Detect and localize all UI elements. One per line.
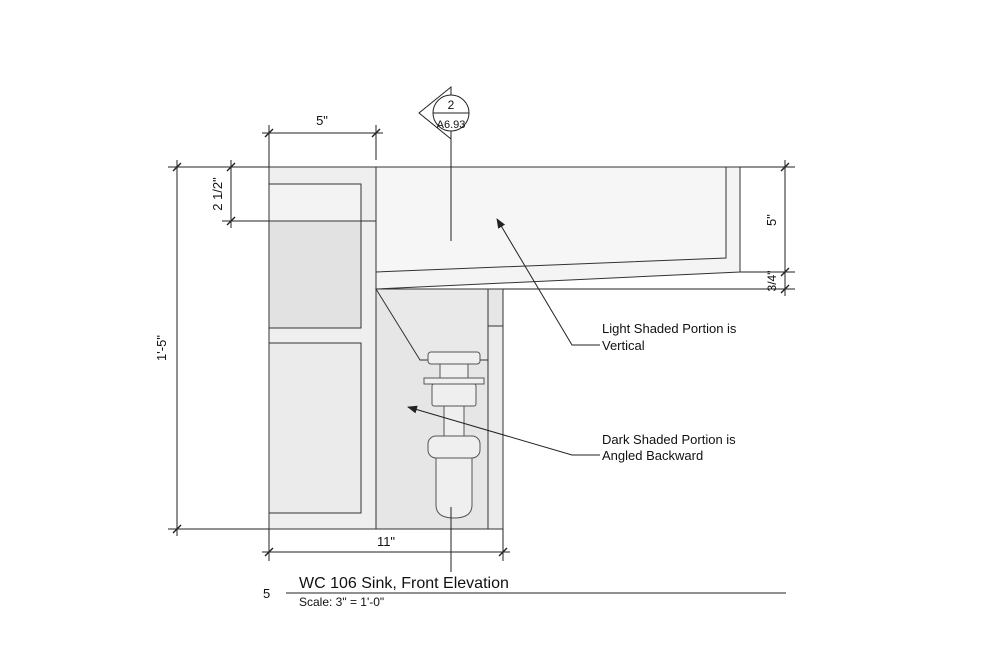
section-marker: 2 A6.93 [418, 85, 470, 572]
section-marker-number: 2 [448, 98, 455, 112]
dim-overall-height-label: 1'-5" [154, 335, 169, 361]
drawing-number: 5 [263, 586, 270, 601]
basin-taper [375, 288, 489, 361]
annotation-dark-line1: Dark Shaded Portion is [602, 432, 736, 447]
dim-left-small-label: 2 1/2" [210, 177, 225, 211]
dim-bottom-width-label: 11" [377, 534, 395, 549]
annotation-light: Light Shaded Portion is Vertical [496, 218, 737, 353]
dark-shaded-panel [268, 220, 362, 329]
drain-trap [423, 351, 485, 519]
annotation-dark-line2: Angled Backward [602, 448, 703, 463]
drain-body [439, 363, 469, 379]
dim-top-width-label: 5" [316, 113, 328, 128]
right-strip [487, 325, 504, 530]
drain-flange [423, 377, 485, 385]
drawing-title: WC 106 Sink, Front Elevation [299, 575, 509, 592]
lower-left-panel [268, 342, 362, 514]
dim-overall-height: 1'-5" [154, 160, 269, 536]
title-block: 5 WC 106 Sink, Front Elevation Scale: 3"… [263, 575, 786, 609]
trap-joint [427, 435, 481, 459]
dim-right-bottom-label: 3/4" [765, 271, 779, 292]
annotation-light-line1: Light Shaded Portion is [602, 321, 737, 336]
dim-top-width: 5" [262, 113, 383, 167]
dim-bottom-width: 11" [262, 529, 510, 561]
section-marker-sheet: A6.93 [437, 119, 466, 131]
annotation-dark: Dark Shaded Portion is Angled Backward [407, 405, 736, 463]
sink-body [268, 166, 741, 530]
drawing-scale: Scale: 3" = 1'-0" [299, 595, 384, 609]
dim-right-top-label: 5" [764, 214, 779, 226]
annotation-light-line2: Vertical [602, 338, 645, 353]
drain-tailpiece [443, 405, 465, 437]
upper-left-panel [268, 183, 362, 222]
dim-right: 5" 3/4" [503, 160, 795, 296]
countertop-lip [375, 166, 727, 273]
dim-left-small: 2 1/2" [210, 160, 269, 228]
drain-nut [431, 383, 477, 407]
trap-bend [435, 457, 473, 519]
drain-collar [427, 351, 481, 365]
